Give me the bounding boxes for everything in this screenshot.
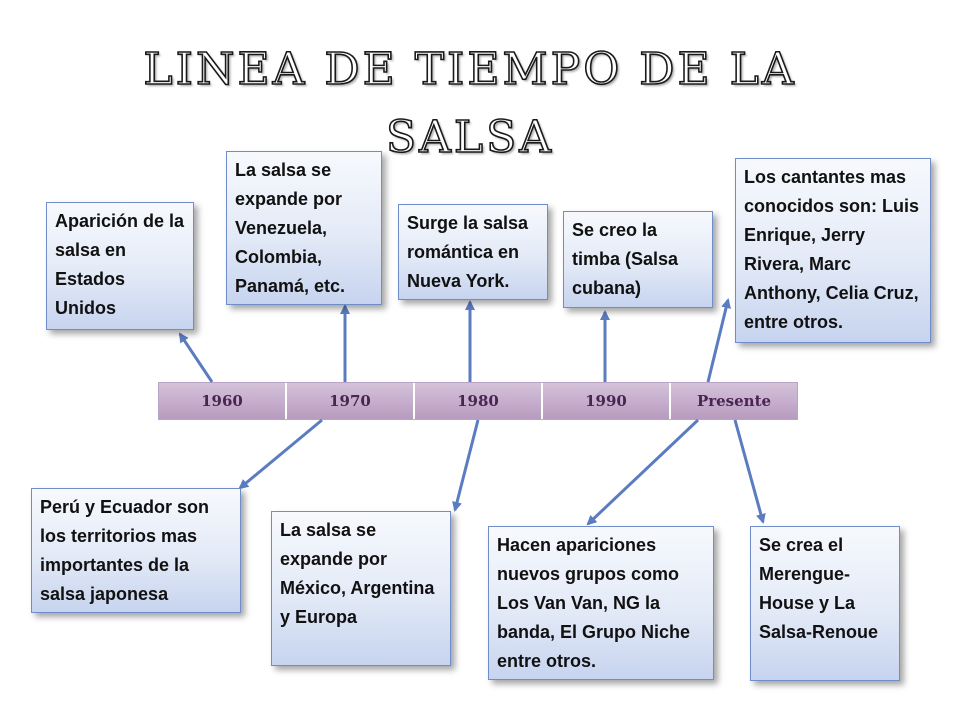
- event-box-nuevos-grupos: Hacen apariciones nuevos grupos como Los…: [488, 526, 714, 680]
- arrow-presente-down-right: [733, 419, 766, 524]
- timeline-label-1970: 1970: [287, 383, 415, 419]
- timeline-label-1960: 1960: [159, 383, 287, 419]
- arrow-1980-down: [452, 419, 480, 512]
- timeline-label-1990: 1990: [543, 383, 671, 419]
- diagram-title-line-1: LINEA DE TIEMPO DE LA: [143, 43, 797, 96]
- event-box-aparicion-estados-unidos: Aparición de la salsa en Estados Unidos: [46, 202, 194, 330]
- arrow-presente-up: [706, 298, 731, 383]
- arrow-1970-down: [238, 418, 323, 490]
- arrow-1960-up: [178, 332, 214, 383]
- event-box-expansion-mexico: La salsa se expande por México, Argentin…: [271, 511, 451, 666]
- event-box-salsa-romantica: Surge la salsa romántica en Nueva York.: [398, 204, 548, 300]
- timeline-label-presente: Presente: [671, 383, 797, 419]
- event-box-merengue-house: Se crea el Merengue-House y La Salsa-Ren…: [750, 526, 900, 681]
- diagram-title-line-2: SALSA: [385, 111, 555, 164]
- arrow-presente-down-left: [586, 418, 700, 526]
- event-box-expansion-venezuela: La salsa se expande por Venezuela, Colom…: [226, 151, 382, 305]
- event-box-timba: Se creo la timba (Salsa cubana): [563, 211, 713, 308]
- timeline-bar: 1960 1970 1980 1990 Presente: [158, 382, 798, 420]
- timeline-label-1980: 1980: [415, 383, 543, 419]
- event-box-cantantes: Los cantantes mas conocidos son: Luis En…: [735, 158, 931, 343]
- event-box-peru-ecuador: Perú y Ecuador son los territorios mas i…: [31, 488, 241, 613]
